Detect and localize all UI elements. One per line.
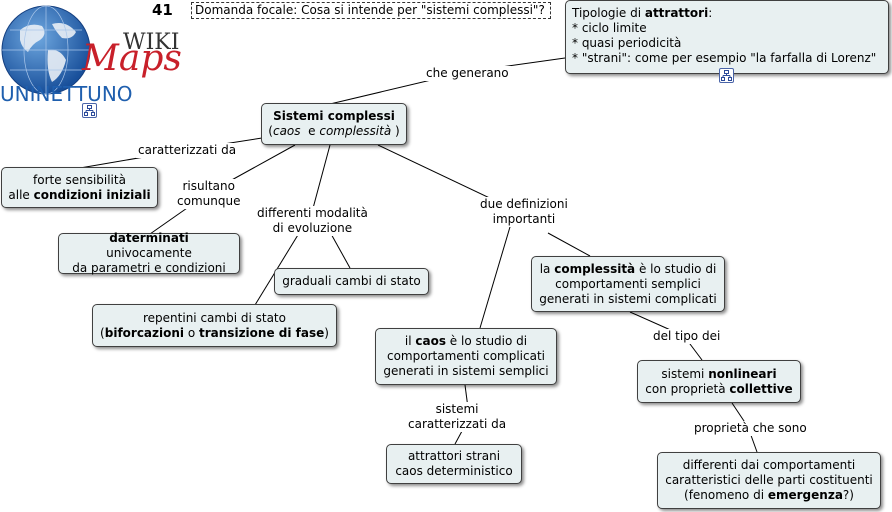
node-text: caos deterministico (395, 464, 513, 478)
complex-systems-subtitle: (caos e complessità ) (268, 124, 400, 138)
node-text: graduali cambi di stato (282, 274, 421, 288)
complex-systems-node[interactable]: Sistemi complessi (caos e complessità ) (261, 103, 407, 145)
nonlinear-systems-node[interactable]: sistemi nonlineari con proprietà collett… (637, 360, 801, 403)
node-text: il caos è lo studio di (404, 334, 528, 348)
gradual-node[interactable]: graduali cambi di stato (274, 268, 429, 295)
sudden-changes-node[interactable]: repentini cambi di stato (biforcazioni o… (92, 304, 337, 347)
attractor-item: * ciclo limite (572, 21, 647, 35)
node-text: attrattori strani (407, 449, 501, 463)
globe-icon (1, 5, 91, 95)
attractor-item: * quasi periodicità (572, 36, 682, 50)
node-text: alle condizioni iniziali (8, 187, 151, 202)
node-text: (biforcazioni o transizione di fase) (100, 325, 329, 340)
link-label-del-tipo-dei: del tipo dei (651, 329, 723, 344)
chaos-node[interactable]: il caos è lo studio di comportamenti com… (375, 328, 557, 385)
attractor-types-node[interactable]: Tipologie di attrattori: * ciclo limite … (565, 0, 889, 74)
node-text: generati in sistemi complicati (539, 291, 717, 306)
link-label-caratterizzati-da: caratterizzati da (136, 143, 239, 158)
wikimaps-logo: WIKI Maps UNINETTUNO (0, 0, 190, 115)
determined-node[interactable]: daterminati univocamente da parametri e … (58, 231, 240, 275)
node-text: comportamenti semplici (555, 276, 701, 291)
node-text: la complessità è lo studio di (539, 261, 717, 276)
node-text: comportamenti complicati (386, 349, 545, 363)
submap-icon[interactable] (719, 68, 734, 83)
focal-question: Domanda focale: Cosa si intende per "sis… (191, 2, 551, 19)
node-text: (fenomeno di emergenza?) (684, 488, 854, 502)
submap-icon[interactable] (82, 103, 97, 118)
link-label-proprieta: proprietà che sono (692, 421, 809, 436)
node-text: sistemi nonlineari (661, 366, 777, 381)
logo-uninettuno-text: UNINETTUNO (0, 82, 133, 106)
node-text: forte sensibilità (33, 172, 126, 187)
strange-attractors-node[interactable]: attrattori strani caos deterministico (386, 444, 522, 484)
node-text: con proprietà collettive (645, 381, 793, 396)
node-text: differenti dai comportamenti (682, 458, 856, 472)
logo-maps-text: Maps (82, 38, 182, 79)
hierarchy-icon (721, 70, 732, 81)
attractor-item: * "strani": come per esempio "la farfall… (572, 51, 877, 65)
complex-systems-title: Sistemi complessi (273, 109, 395, 123)
emergence-node[interactable]: differenti dai comportamenti caratterist… (657, 452, 881, 509)
node-text: repentini cambi di stato (143, 310, 286, 325)
node-text: generati in sistemi semplici (383, 364, 549, 378)
sensitivity-node[interactable]: forte sensibilità alle condizioni inizia… (1, 167, 158, 208)
link-label-che-generano: che generano (424, 66, 511, 81)
logo-wiki-text: WIKI (123, 30, 180, 55)
map-number: 41 (152, 1, 173, 19)
node-text: da parametri e condizioni (72, 261, 226, 275)
node-text: caratteristici delle parti costituenti (665, 473, 873, 487)
attractor-heading: Tipologie di attrattori: (572, 6, 713, 20)
node-text: daterminati univocamente (106, 231, 192, 260)
hierarchy-icon (84, 105, 95, 116)
complexity-node[interactable]: la complessità è lo studio di comportame… (531, 256, 725, 312)
